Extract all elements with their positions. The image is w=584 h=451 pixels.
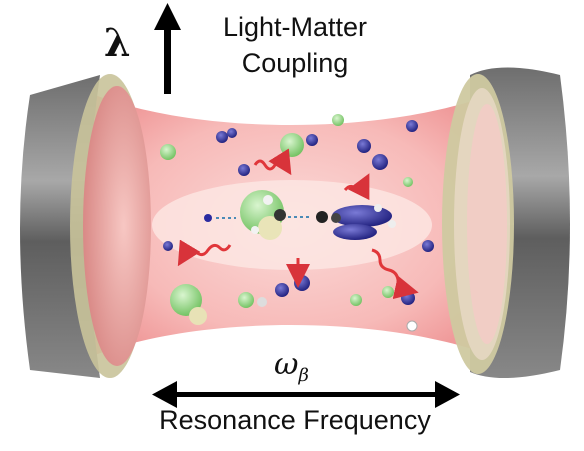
omega-subscript: β [298, 365, 309, 386]
left-mirror [20, 74, 151, 378]
electron-transfer-arrows [204, 214, 312, 222]
right-mirror [442, 67, 570, 379]
resonance-frequency-label: Resonance Frequency [159, 405, 431, 435]
photon-waves [177, 148, 419, 300]
coupling-label-line2: Coupling [241, 48, 349, 78]
central-molecule-right [316, 204, 396, 240]
cavity-center-glow [152, 180, 432, 270]
central-molecule-left [240, 190, 286, 240]
coupling-arrow [154, 3, 181, 94]
omega-letter: ω [274, 347, 299, 382]
frequency-symbol: ωβ [274, 347, 309, 386]
coupling-label-line1: Light-Matter [222, 12, 368, 42]
frequency-arrow [152, 381, 460, 408]
coupling-strength-symbol: λ [104, 20, 131, 65]
